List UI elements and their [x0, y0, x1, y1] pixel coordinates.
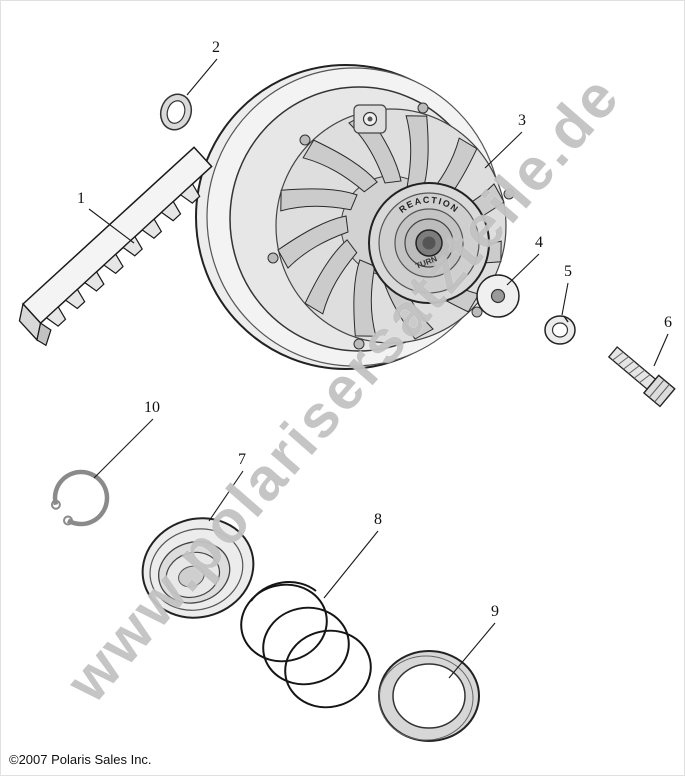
leader-lines — [88, 58, 669, 679]
o-ring — [159, 93, 193, 131]
copyright-text: ©2007 Polaris Sales Inc. — [9, 752, 152, 767]
washer — [476, 274, 520, 318]
bolt — [607, 346, 676, 408]
spring-retainer — [141, 517, 255, 619]
spring-bracket — [353, 104, 387, 134]
callout-9: 9 — [491, 603, 499, 620]
callout-6: 6 — [664, 314, 672, 331]
callout-3: 3 — [518, 112, 526, 129]
belt-teeth — [45, 183, 203, 329]
callout-10: 10 — [144, 399, 160, 416]
callout-5: 5 — [564, 263, 572, 280]
lock-washer — [544, 315, 576, 345]
callout-8: 8 — [374, 511, 382, 528]
callout-2: 2 — [212, 39, 220, 56]
callout-4: 4 — [535, 234, 543, 251]
clutch-hub: REACTION TURN — [368, 182, 490, 304]
driven-clutch: REACTION TURN — [195, 64, 515, 370]
coil-spring — [240, 581, 372, 709]
rim-rivets — [267, 102, 515, 350]
drive-belt — [18, 146, 213, 347]
callout-7: 7 — [238, 451, 246, 468]
cover-cap — [378, 650, 480, 742]
callout-1: 1 — [77, 190, 85, 207]
snap-ring — [50, 469, 110, 527]
